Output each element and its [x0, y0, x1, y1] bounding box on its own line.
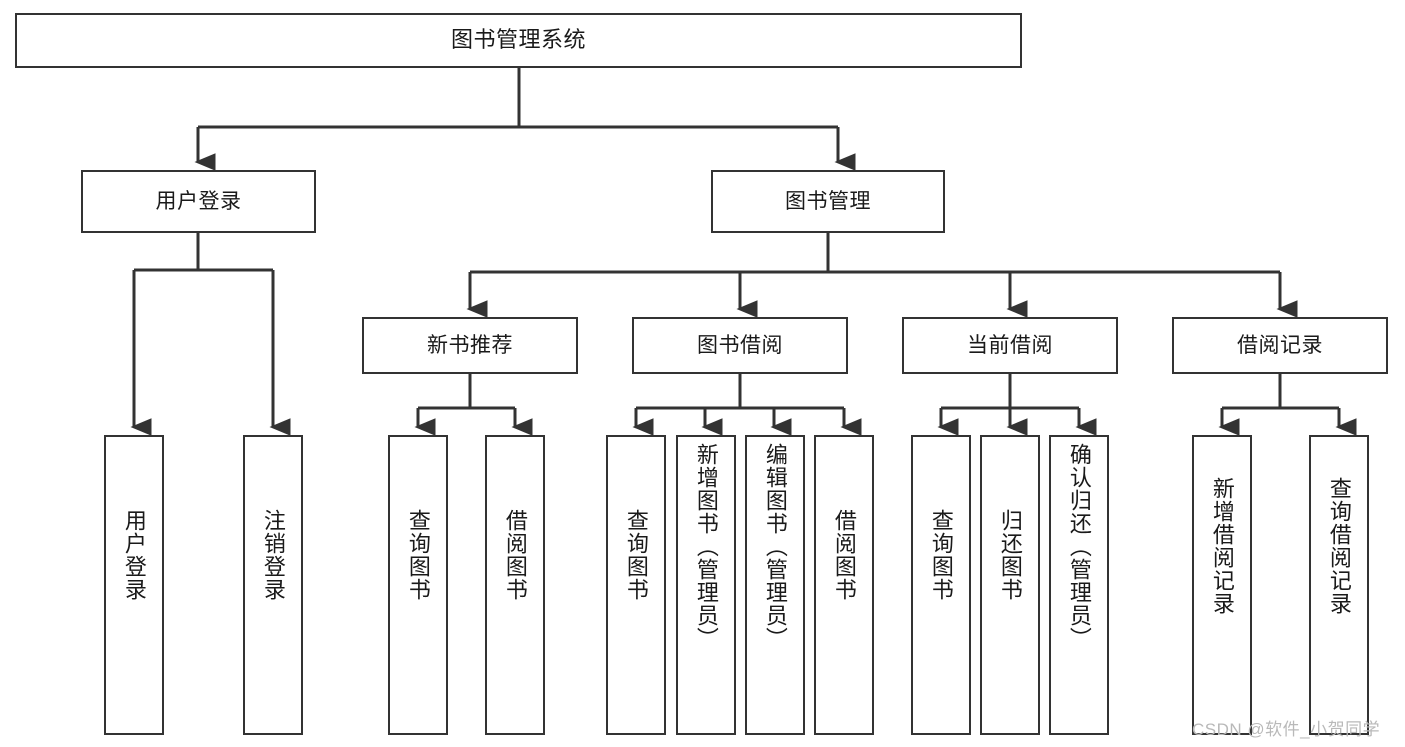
leaf-add-book-admin[interactable]: 新增图书（管理员）: [676, 435, 736, 735]
leaf-label: 确认归还（管理员）: [1066, 443, 1092, 650]
node-label: 图书借阅: [697, 333, 783, 357]
node-label: 用户登录: [155, 189, 242, 213]
node-borrowing-records[interactable]: 借阅记录: [1172, 317, 1388, 374]
node-user-login[interactable]: 用户登录: [81, 170, 316, 233]
leaf-borrow-books[interactable]: 借阅图书: [814, 435, 874, 735]
leaf-label: 查询图书: [405, 509, 431, 601]
leaf-label: 用户登录: [121, 509, 147, 601]
leaf-logout[interactable]: 注销登录: [243, 435, 303, 735]
leaf-label: 借阅图书: [502, 509, 528, 601]
node-label: 图书管理: [785, 189, 871, 213]
node-book-borrowing[interactable]: 图书借阅: [632, 317, 848, 374]
leaf-return-books[interactable]: 归还图书: [980, 435, 1040, 735]
leaf-borrow-books-recommend[interactable]: 借阅图书: [485, 435, 545, 735]
node-root-book-management-system[interactable]: 图书管理系统: [15, 13, 1022, 68]
leaf-label: 查询图书: [623, 509, 649, 601]
leaf-label: 借阅图书: [831, 509, 857, 601]
leaf-user-login[interactable]: 用户登录: [104, 435, 164, 735]
leaf-query-books-recommend[interactable]: 查询图书: [388, 435, 448, 735]
leaf-label: 新增借阅记录: [1209, 477, 1235, 615]
node-label: 图书管理系统: [450, 27, 586, 53]
leaf-edit-book-admin[interactable]: 编辑图书（管理员）: [745, 435, 805, 735]
leaf-query-borrow-record[interactable]: 查询借阅记录: [1309, 435, 1369, 735]
node-label: 新书推荐: [427, 333, 513, 357]
leaf-query-books-current[interactable]: 查询图书: [911, 435, 971, 735]
node-new-book-recommendation[interactable]: 新书推荐: [362, 317, 578, 374]
node-book-management[interactable]: 图书管理: [711, 170, 945, 233]
leaf-query-books-borrow[interactable]: 查询图书: [606, 435, 666, 735]
node-label: 当前借阅: [967, 333, 1053, 357]
leaf-confirm-return-admin[interactable]: 确认归还（管理员）: [1049, 435, 1109, 735]
leaf-label: 编辑图书（管理员）: [762, 443, 788, 650]
node-current-borrowing[interactable]: 当前借阅: [902, 317, 1118, 374]
csdn-watermark: CSDN @软件_小贺同学: [1192, 720, 1381, 739]
leaf-label: 注销登录: [260, 509, 286, 601]
leaf-label: 查询图书: [928, 509, 954, 601]
leaf-label: 归还图书: [997, 509, 1023, 601]
leaf-label: 新增图书（管理员）: [693, 443, 719, 650]
leaf-add-borrow-record[interactable]: 新增借阅记录: [1192, 435, 1252, 735]
leaf-label: 查询借阅记录: [1326, 477, 1352, 615]
node-label: 借阅记录: [1237, 333, 1323, 357]
